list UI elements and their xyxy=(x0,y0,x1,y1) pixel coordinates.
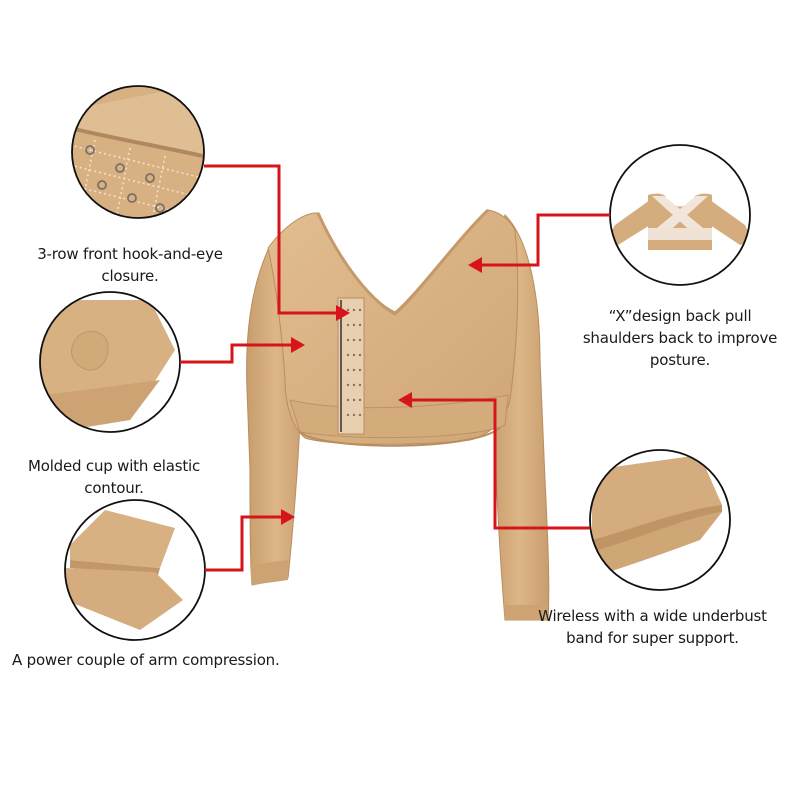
molded-cup-connector xyxy=(180,343,295,364)
x-back-connector xyxy=(478,213,610,267)
x-back-design-detail-icon xyxy=(609,144,751,286)
callout-label-molded-cup: Molded cup with elastic contour. xyxy=(27,457,201,497)
garment-main-image xyxy=(246,208,550,621)
arm-connector xyxy=(205,515,285,572)
callout-label-x-back: “X”design back pull shaulders back to im… xyxy=(582,307,778,369)
arrow-left-icon xyxy=(468,257,482,273)
underbust-connector xyxy=(408,398,590,530)
sleeve-cuff-detail-icon xyxy=(64,499,206,641)
underbust-band-detail-icon xyxy=(589,449,731,591)
closure-connector xyxy=(204,164,340,315)
callout-label-underbust-band: Wireless with a wide underbust band for … xyxy=(538,607,767,647)
arrow-right-icon xyxy=(281,509,295,525)
arrow-right-icon xyxy=(336,305,350,321)
arrow-left-icon xyxy=(398,392,412,408)
arrow-right-icon xyxy=(291,337,305,353)
hook-and-eye-closure-detail-icon xyxy=(71,85,205,219)
connector-arrows xyxy=(180,164,610,572)
callout-label-front-closure: 3-row front hook-and-eye closure. xyxy=(37,245,223,285)
callout-label-arm-compression: A power couple of arm compression. xyxy=(12,651,280,669)
molded-cup-detail-icon xyxy=(39,291,181,433)
arrowheads xyxy=(281,257,482,525)
